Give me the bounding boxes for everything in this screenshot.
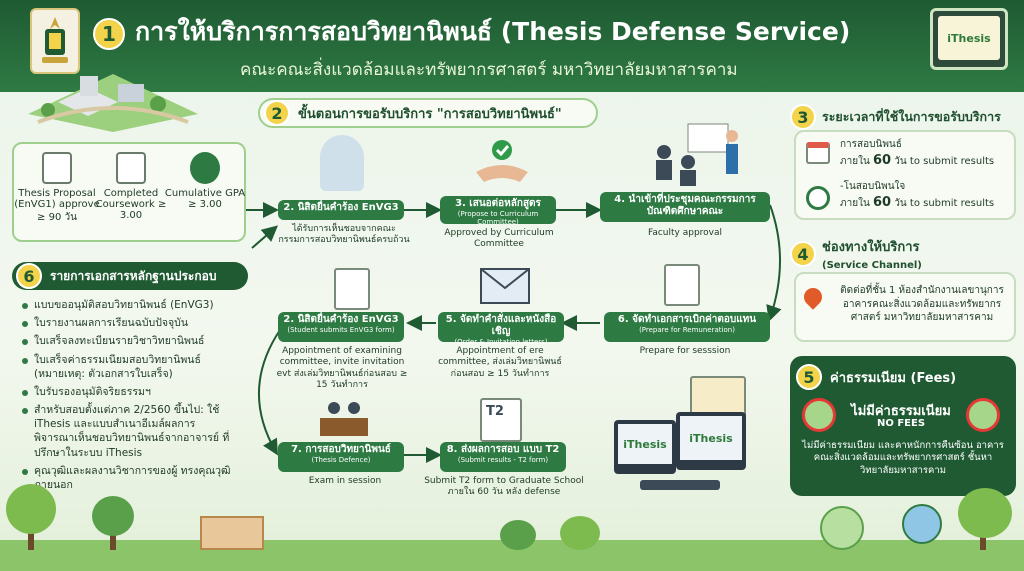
- location-pin-icon: [800, 284, 826, 310]
- tree-trunk: [110, 524, 116, 550]
- graduation-cap-icon: [190, 152, 220, 184]
- step-propose-curriculum-desc: Approved by Curriculum Committee: [444, 228, 554, 250]
- step-submit-envg3-desc: ได้รับการเห็นชอบจากคณะ กรรมการสอบวิทยานิ…: [278, 224, 410, 246]
- channel-panel: ติดต่อที่ชั้น 1 ห้องสำนักงานเลขานุการ อา…: [794, 272, 1016, 342]
- school-building-icon: [200, 516, 264, 550]
- time-item-2: -โนสอบนิพนใจ ภายใน 60 วัน to submit resu…: [840, 181, 995, 210]
- clock-icon: [806, 186, 830, 210]
- requirement-proposal: Thesis Proposal (EnVG1) approve ≥ 90 วัน: [14, 152, 100, 225]
- list-item: ใบเสร็จลงทะเบียนรายวิชาวิทยานิพนธ์: [22, 334, 237, 348]
- fees-panel: 5 ค่าธรรมเนียม (Fees) ไม่มีค่าธรรมเนียม …: [790, 356, 1016, 496]
- requirement-coursework: Completed Coursework ≥ 3.00: [88, 152, 174, 221]
- no-money-icon-left: [802, 398, 836, 432]
- checklist-icon: [116, 152, 146, 184]
- tree-trunk: [28, 520, 34, 550]
- step-submit-envg3: 2. นิสิตยื่นคำร้อง EnVG3: [278, 200, 404, 220]
- list-item: ใบเสร็จค่าธรรมเนียมสอบวิทยานิพนธ์ (หมายเ…: [22, 353, 237, 381]
- no-fees-thai: ไม่มีค่าธรรมเนียม: [851, 404, 951, 419]
- leaf-globe-icon: [902, 504, 942, 544]
- requirements-panel: Thesis Proposal (EnVG1) approve ≥ 90 วัน…: [12, 142, 246, 242]
- list-item: ใบรายงานผลการเรียนฉบับปัจจุบัน: [22, 316, 237, 330]
- documents-list: แบบขออนุมัติสอบวิทยานิพนธ์ (EnVG3) ใบราย…: [22, 298, 237, 496]
- time-heading: 3 ระยะเวลาที่ใช้ในการขอรับบริการ: [790, 104, 1020, 130]
- step-submit-t2: 8. ส่งผลการสอบ แบบ T2 (Submit results - …: [440, 442, 566, 472]
- step-order-invitation-desc: Appointment of ere committee, ส่งเล่มวิท…: [438, 346, 562, 379]
- laptop-icon: iThesis: [930, 8, 1008, 70]
- fees-heading: 5 ค่าธรรมเนียม (Fees): [796, 364, 956, 390]
- envelope-icon: [480, 268, 530, 304]
- laptop-screen-label: iThesis: [938, 16, 1000, 60]
- handshake-icon: [472, 138, 532, 190]
- step-order-invitation: 5. จัดทำคำสั่งและหนังสือเชิญ (Order & In…: [438, 312, 564, 346]
- header-banner: 1 การให้บริการการสอบวิทยานิพนธ์ (Thesis …: [0, 0, 1024, 92]
- tree-icon: [500, 520, 536, 550]
- step-thesis-defence-desc: Exam in session: [308, 476, 382, 486]
- process-heading: 2 ขั้นตอนการขอรับบริการ "การสอบวิทยานิพน…: [258, 98, 598, 128]
- plant-hands-icon: [820, 506, 864, 550]
- monitor-icon-right: iThesis: [676, 412, 746, 470]
- defense-panel-icon: [318, 398, 370, 438]
- step-student-submits-desc: Appointment of examining committee, invi…: [276, 346, 408, 390]
- list-item: สำหรับสอบตั้งแต่ภาค 2/2560 ขึ้นไป: ใช้ i…: [22, 403, 237, 460]
- section-number-1: 1: [93, 18, 125, 50]
- university-logo: [30, 8, 80, 74]
- requirement-gpa: Cumulative GPA ≥ 3.00: [162, 152, 248, 210]
- channel-heading: 4 ช่องทางให้บริการ (Service Channel): [790, 236, 1020, 272]
- keyboard-icon: [640, 480, 720, 490]
- t2-form-icon: T2: [480, 398, 522, 442]
- list-item: คุณวุฒิและผลงานวิชาการของผู้ ทรงคุณวุฒิภ…: [22, 464, 237, 492]
- tree-icon: [560, 516, 600, 550]
- fees-text: ไม่มีค่าธรรมเนียม และคาหนักการคืนซ้อน อา…: [802, 440, 1004, 476]
- tree-icon: [6, 484, 56, 534]
- step-faculty-meeting-desc: Faculty approval: [647, 228, 723, 238]
- documents-heading: 6 รายการเอกสารหลักฐานประกอบ: [12, 262, 248, 290]
- step-thesis-defence: 7. การสอบวิทยานิพนธ์ (Thesis Defence): [278, 442, 404, 472]
- step-submit-t2-desc: Submit T2 form to Graduate School ภายใน …: [424, 476, 584, 498]
- calendar-icon: [806, 142, 830, 164]
- tree-icon: [92, 496, 134, 536]
- campus-illustration: [28, 74, 198, 132]
- step-propose-curriculum: 3. เสนอต่อหลักสูตร (Propose to Curriculu…: [440, 196, 556, 226]
- no-money-icon-right: [966, 398, 1000, 432]
- time-panel: การสอบนิพนธ์ ภายใน 60 วัน to submit resu…: [794, 130, 1016, 220]
- time-item-1: การสอบนิพนธ์ ภายใน 60 วัน to submit resu…: [840, 139, 995, 168]
- channel-text: ติดต่อที่ชั้น 1 ห้องสำนักงานเลขานุการ อา…: [840, 285, 1004, 323]
- tree-icon: [958, 488, 1012, 538]
- page-title: การให้บริการการสอบวิทยานิพนธ์ (Thesis De…: [135, 17, 851, 46]
- step-remuneration: 6. จัดทำเอกสารเบิกค่าตอบแทน (Prepare for…: [604, 312, 770, 342]
- document-icon: [42, 152, 72, 184]
- meeting-icon: [640, 118, 750, 188]
- step-student-submits: 2. นิสิตยื่นคำร้อง EnVG3 (Student submit…: [278, 312, 404, 342]
- step-faculty-meeting: 4. นำเข้าที่ประชุมคณะกรรมการ บัณฑิตศึกษา…: [600, 192, 770, 222]
- list-item: แบบขออนุมัติสอบวิทยานิพนธ์ (EnVG3): [22, 298, 237, 312]
- step-remuneration-desc: Prepare for sesssion: [639, 346, 731, 356]
- student-icon: [320, 135, 364, 191]
- remuneration-docs-icon: [664, 264, 700, 306]
- monitor-icon-left: iThesis: [614, 420, 676, 474]
- page-subtitle: คณะคณะสิ่งแวดล้อมและทรัพยากรศาสตร์ มหาวิ…: [240, 60, 738, 80]
- list-item: ใบรับรองอนุมัติจริยธรรมฯ: [22, 385, 237, 399]
- no-fees-english: NO FEES: [876, 418, 926, 429]
- documents-icon: [334, 268, 370, 310]
